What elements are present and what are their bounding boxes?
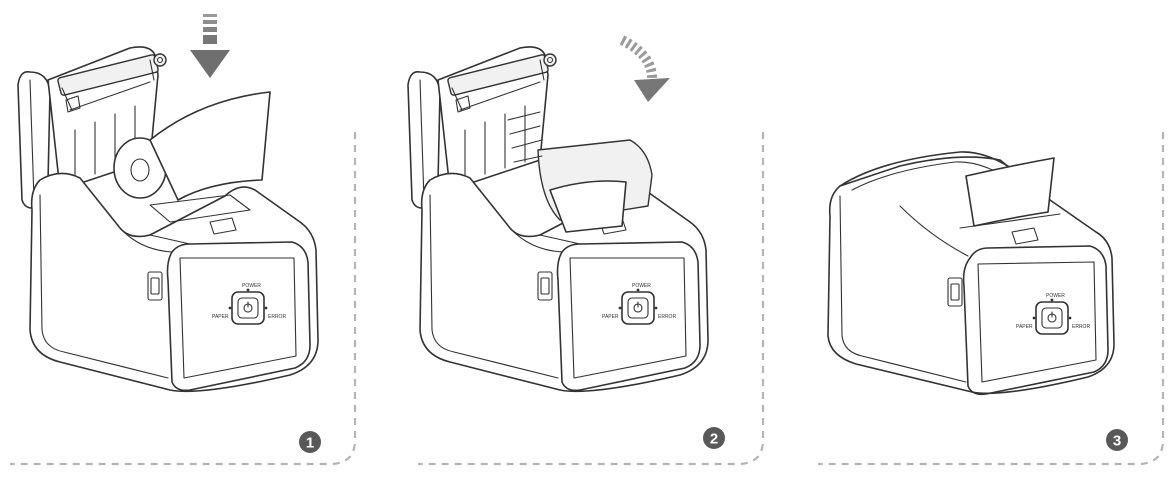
step-2-illustration — [407, 35, 709, 393]
step-3-illustration: POWER PAPER ERROR — [827, 151, 1115, 396]
arrow-down-icon — [190, 14, 230, 78]
power-label-3: POWER — [1046, 293, 1065, 299]
error-label-3: ERROR — [1072, 324, 1090, 330]
paper-label-3: PAPER — [1016, 324, 1033, 330]
step-2-badge: 2 — [703, 427, 725, 449]
svg-text:3: 3 — [1113, 433, 1121, 450]
svg-text:1: 1 — [306, 435, 314, 452]
curved-arrow-icon — [619, 35, 670, 102]
step-3-frame — [818, 132, 1165, 466]
step-3-badge: 3 — [1106, 429, 1128, 451]
step-1-frame — [10, 132, 357, 466]
step-1-badge: 1 — [299, 431, 321, 453]
step-1-illustration — [17, 14, 319, 393]
step-2-frame — [418, 132, 765, 466]
svg-text:2: 2 — [710, 431, 718, 448]
